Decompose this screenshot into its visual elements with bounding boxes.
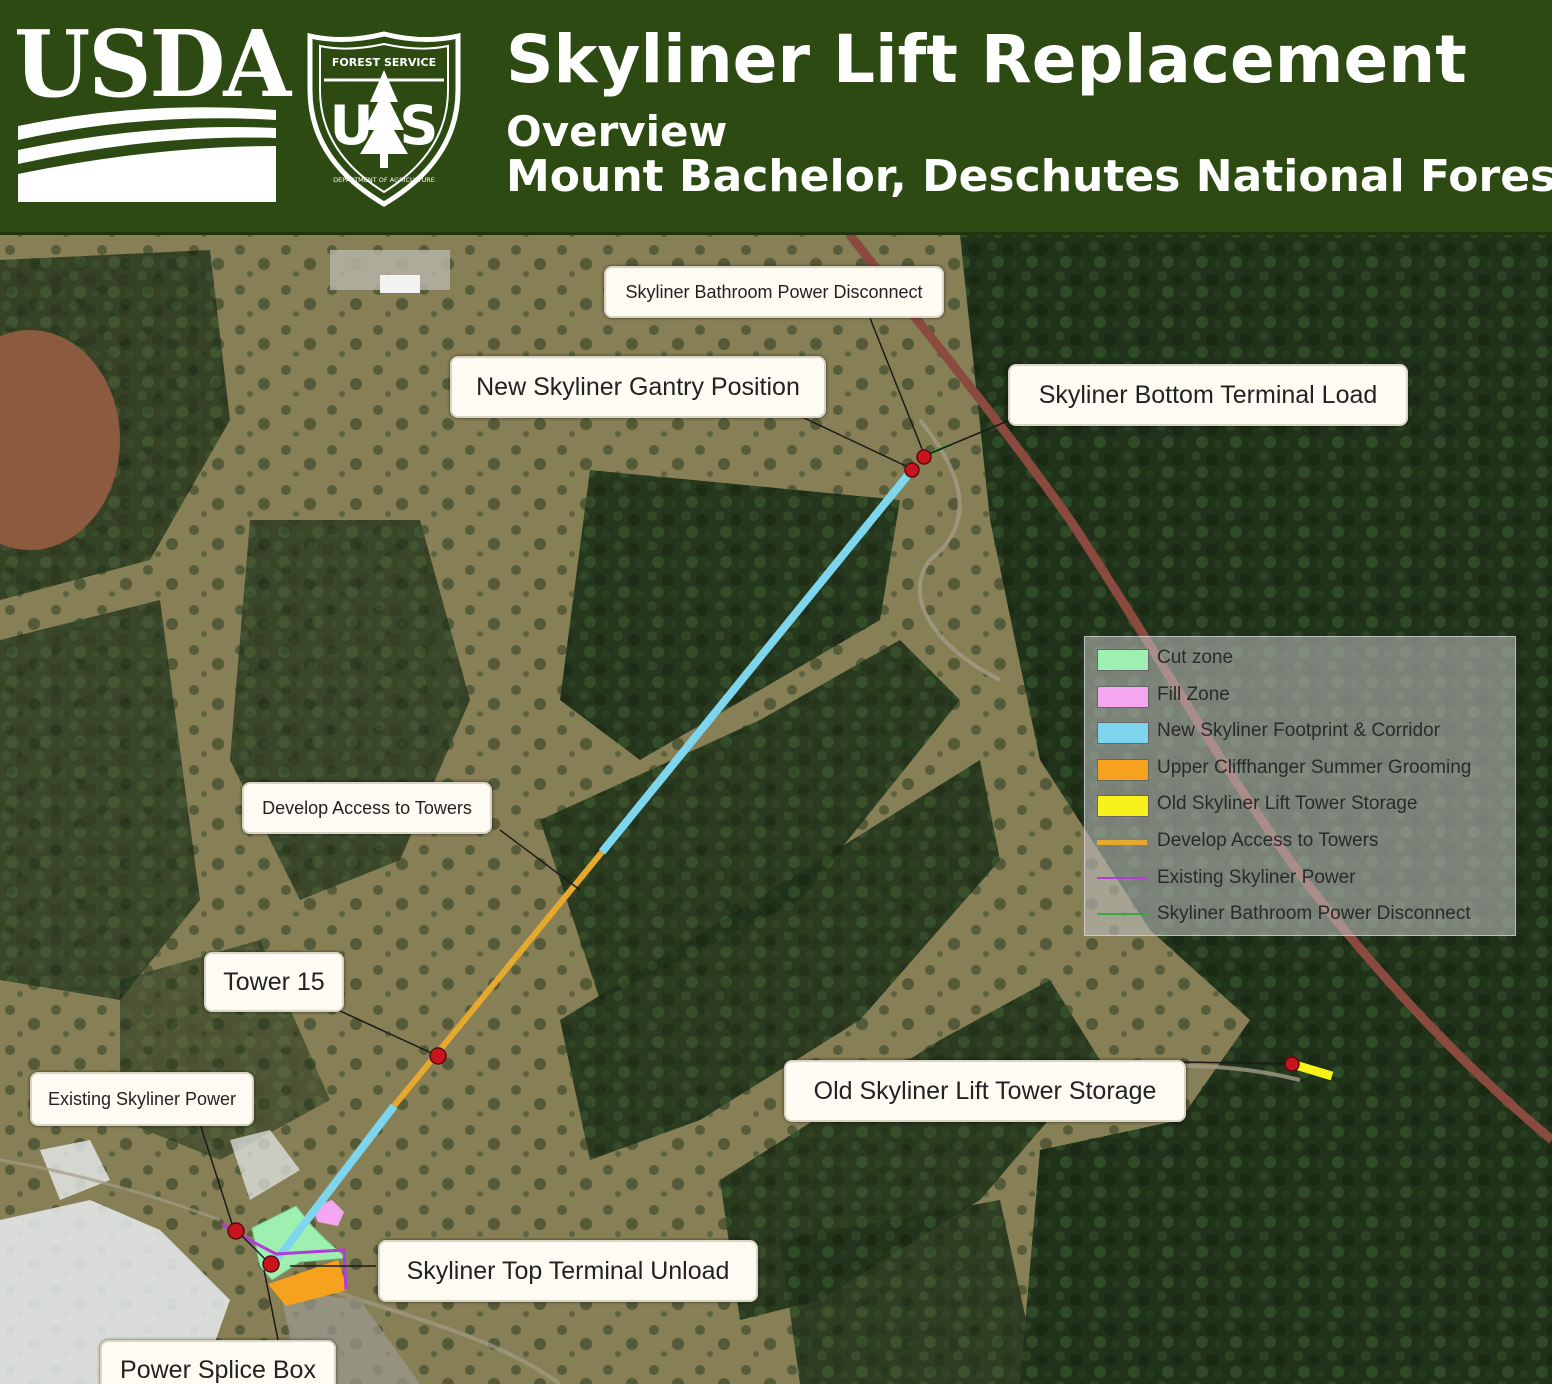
legend-swatch <box>1097 795 1149 818</box>
shield-letters: US <box>330 94 464 157</box>
legend-item: Fill Zone <box>1091 680 1511 710</box>
develop-access-line <box>391 850 605 1108</box>
legend-swatch <box>1097 722 1149 745</box>
usda-logo: USDA <box>14 14 291 204</box>
legend-swatch <box>1097 913 1147 916</box>
marker-bathroom-disconnect <box>916 449 932 465</box>
legend-label: Upper Cliffhanger Summer Grooming <box>1157 756 1472 778</box>
legend-label: Existing Skyliner Power <box>1157 866 1356 888</box>
legend-item: Develop Access to Towers <box>1091 826 1511 856</box>
page-subtitle-overview: Overview <box>506 107 728 156</box>
callout-tower-storage: Old Skyliner Lift Tower Storage <box>784 1060 1186 1122</box>
legend-label: Develop Access to Towers <box>1157 830 1379 851</box>
legend-item: Old Skyliner Lift Tower Storage <box>1091 789 1511 819</box>
grooming-area <box>268 1260 348 1306</box>
shield-top-text: FOREST SERVICE <box>332 56 436 69</box>
legend-swatch <box>1097 649 1149 671</box>
callout-leader-lines <box>199 317 1291 1341</box>
usda-field-icon <box>18 107 276 202</box>
marker-bottom-terminal <box>904 462 920 478</box>
marker-tower-15 <box>429 1047 447 1065</box>
legend-item: Skyliner Bathroom Power Disconnect <box>1091 899 1511 929</box>
header-banner: USDA FOREST SERVICE US DEPARTMENT OF AGR… <box>0 0 1552 235</box>
forest-service-shield-icon: FOREST SERVICE US DEPARTMENT OF AGRICULT… <box>304 30 464 208</box>
marker-existing-power <box>227 1222 245 1240</box>
callout-bathroom-power-disconnect: Skyliner Bathroom Power Disconnect <box>604 266 944 318</box>
legend-label: Skyliner Bathroom Power Disconnect <box>1157 903 1471 925</box>
callout-develop-access: Develop Access to Towers <box>242 782 492 834</box>
callout-existing-power: Existing Skyliner Power <box>30 1072 254 1126</box>
legend-item: Upper Cliffhanger Summer Grooming <box>1091 753 1511 783</box>
legend-swatch <box>1097 685 1149 708</box>
callout-tower-15: Tower 15 <box>204 952 344 1012</box>
satellite-map[interactable] <box>0 235 1552 1384</box>
legend-label: Old Skyliner Lift Tower Storage <box>1157 793 1418 815</box>
page-title: Skyliner Lift Replacement <box>506 21 1467 98</box>
legend-item: Cut zone <box>1091 643 1511 673</box>
legend-label: New Skyliner Footprint & Corridor <box>1157 720 1440 742</box>
legend-swatch <box>1097 876 1147 879</box>
legend-label: Fill Zone <box>1157 683 1230 705</box>
legend-item: New Skyliner Footprint & Corridor <box>1091 716 1511 746</box>
legend-swatch <box>1097 840 1147 845</box>
legend-item: Existing Skyliner Power <box>1091 863 1511 893</box>
callout-power-splice: Power Splice Box <box>100 1340 336 1384</box>
new-skyliner-corridor-lower <box>274 1103 398 1261</box>
marker-top-terminal <box>262 1255 280 1273</box>
tower-markers <box>227 449 1300 1273</box>
callout-bottom-terminal: Skyliner Bottom Terminal Load <box>1008 364 1408 426</box>
legend-swatch <box>1097 758 1149 781</box>
marker-tower-storage <box>1284 1056 1300 1072</box>
map-canvas <box>0 235 1552 1384</box>
legend-label: Cut zone <box>1157 647 1234 668</box>
usda-wordmark: USDA <box>14 10 291 118</box>
shield-bottom-text: DEPARTMENT OF AGRICULTURE <box>333 176 435 184</box>
page-subtitle-location: Mount Bachelor, Deschutes National Fores… <box>506 151 1552 202</box>
callout-gantry-position: New Skyliner Gantry Position <box>450 356 826 418</box>
callout-top-terminal: Skyliner Top Terminal Unload <box>378 1240 758 1302</box>
new-skyliner-corridor-upper <box>598 467 916 855</box>
